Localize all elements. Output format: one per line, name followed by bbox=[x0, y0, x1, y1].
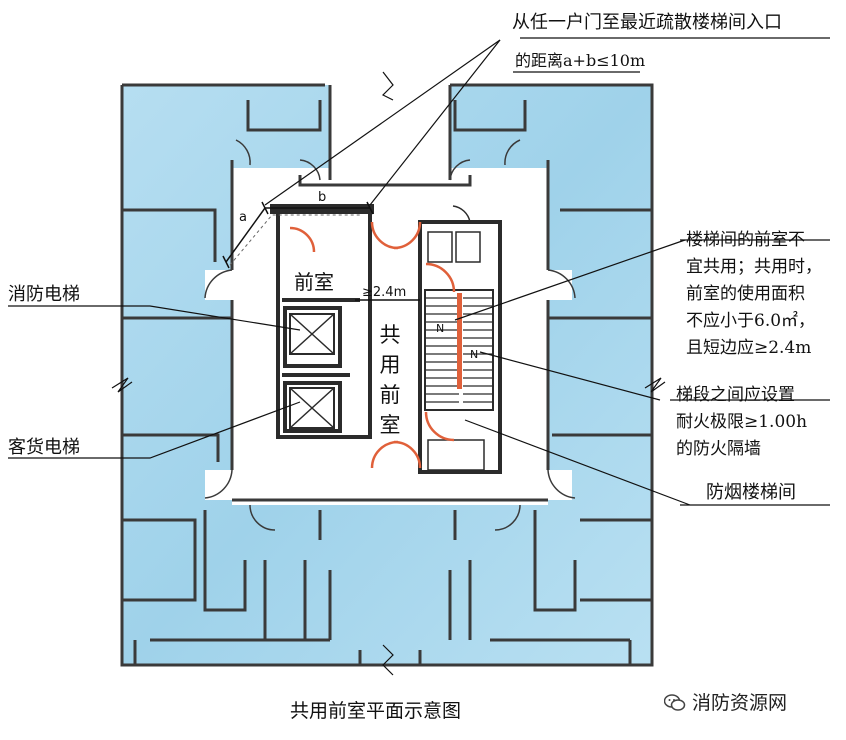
wechat-icon bbox=[663, 694, 686, 712]
fire-wall-note-3: 的防火隔墙 bbox=[676, 439, 761, 459]
shared-use-note-2: 宜共用；共用时， bbox=[686, 257, 822, 277]
watermark: 消防资源网 bbox=[663, 688, 788, 715]
figure-caption: 共用前室平面示意图 bbox=[290, 700, 462, 722]
shared-front-room-char-3: 前 bbox=[379, 383, 401, 407]
fire-elevator-car bbox=[289, 313, 335, 355]
distance-note-line2: 的距离a+b≤10m bbox=[515, 51, 646, 70]
watermark-text: 消防资源网 bbox=[692, 692, 788, 714]
freight-elevator-label: 客货电梯 bbox=[8, 437, 80, 458]
shared-front-room-char-4: 室 bbox=[379, 413, 401, 437]
width-mark: ≥2.4m bbox=[362, 285, 407, 300]
shared-use-note-1: 楼梯间的前室不 bbox=[686, 230, 805, 250]
apartment-walls bbox=[120, 83, 654, 667]
dimension-lines bbox=[222, 201, 420, 301]
shared-use-note-4: 不应小于6.0㎡， bbox=[686, 311, 816, 331]
front-room-label: 前室 bbox=[294, 270, 334, 294]
shared-front-room-char-2: 用 bbox=[379, 353, 401, 377]
shared-use-note-3: 前室的使用面积 bbox=[686, 284, 805, 304]
leader-lines bbox=[8, 37, 830, 506]
distance-note-line1: 从任一户门至最近疏散楼梯间入口 bbox=[512, 12, 782, 33]
north-mark-2: N bbox=[470, 348, 479, 361]
fire-wall-note-1: 梯段之间应设置 bbox=[676, 385, 795, 405]
fire-elevator-label: 消防电梯 bbox=[8, 284, 80, 305]
wall-segment-top bbox=[270, 204, 374, 214]
staircase bbox=[424, 231, 494, 471]
north-mark-1: N bbox=[436, 322, 445, 335]
label-a: a bbox=[239, 210, 247, 225]
stair-room-label: 防烟楼梯间 bbox=[706, 482, 796, 503]
fire-wall-note-2: 耐火极限≥1.00h bbox=[676, 412, 808, 432]
fire-doors bbox=[289, 221, 456, 469]
fire-partition bbox=[457, 293, 462, 389]
apartment-doors bbox=[204, 139, 576, 531]
label-b: b bbox=[318, 190, 327, 205]
freight-elevator-car bbox=[289, 387, 335, 429]
shared-use-note-5: 且短边应≥2.4m bbox=[686, 338, 812, 358]
shared-front-room-char-1: 共 bbox=[379, 323, 401, 347]
